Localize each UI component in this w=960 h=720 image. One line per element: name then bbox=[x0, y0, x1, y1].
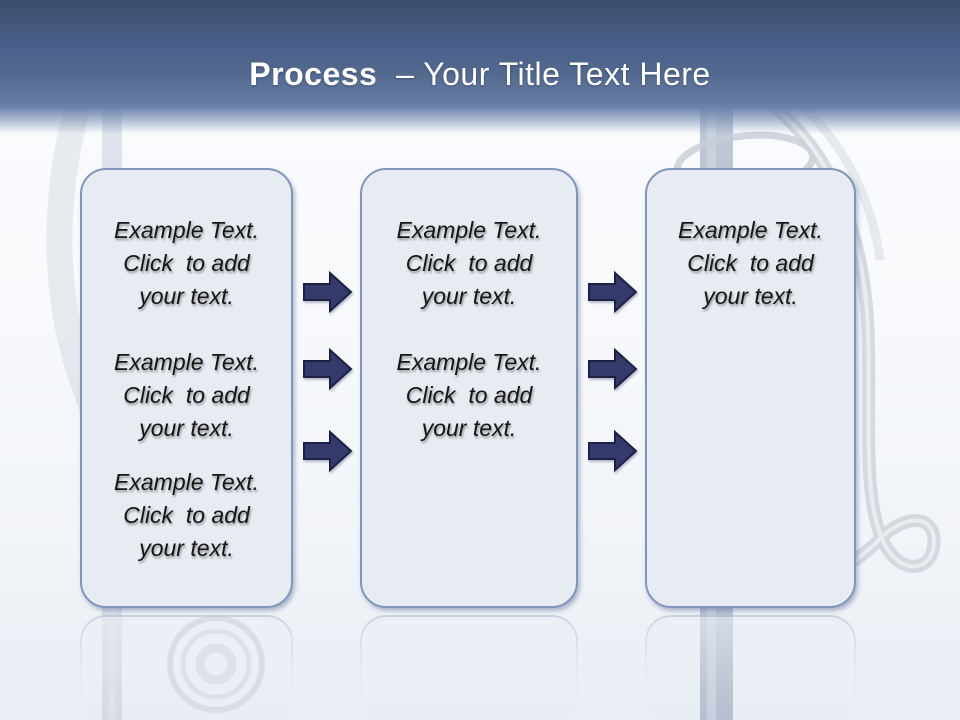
arrow-right-icon bbox=[588, 430, 638, 472]
placeholder-line: your text. bbox=[139, 283, 234, 309]
box-reflection bbox=[645, 615, 856, 720]
text-placeholder[interactable]: Example Text. Click to add your text. bbox=[362, 346, 576, 445]
placeholder-line: Example Text. bbox=[114, 217, 259, 243]
placeholder-line: Example Text. bbox=[396, 349, 542, 375]
title-text: – Your Title Text Here bbox=[377, 56, 711, 92]
arrow-right-icon bbox=[588, 348, 638, 390]
process-box-2[interactable]: Example Text. Click to add your text. Ex… bbox=[360, 168, 578, 608]
placeholder-line: Click to add bbox=[405, 382, 533, 408]
arrow-right-icon bbox=[303, 271, 353, 313]
placeholder-line: Click to add bbox=[123, 250, 250, 276]
placeholder-line: your text. bbox=[421, 283, 517, 309]
title-keyword: Process bbox=[249, 56, 378, 92]
box-reflection bbox=[80, 615, 293, 720]
placeholder-line: your text. bbox=[703, 283, 798, 309]
placeholder-line: Click to add bbox=[123, 382, 250, 408]
placeholder-line: Click to add bbox=[123, 502, 250, 528]
text-placeholder[interactable]: Example Text. Click to add your text. bbox=[82, 466, 291, 565]
process-box-1[interactable]: Example Text. Click to add your text. Ex… bbox=[80, 168, 293, 608]
placeholder-line: Click to add bbox=[687, 250, 814, 276]
placeholder-line: Example Text. bbox=[114, 349, 259, 375]
text-placeholder[interactable]: Example Text. Click to add your text. bbox=[82, 346, 291, 445]
placeholder-line: Example Text. bbox=[678, 217, 823, 243]
header-band bbox=[0, 0, 960, 134]
arrow-right-icon bbox=[303, 430, 353, 472]
text-placeholder[interactable]: Example Text. Click to add your text. bbox=[362, 214, 576, 313]
arrow-right-icon bbox=[303, 348, 353, 390]
placeholder-line: Example Text. bbox=[114, 469, 259, 495]
process-box-3[interactable]: Example Text. Click to add your text. bbox=[645, 168, 856, 608]
placeholder-line: Example Text. bbox=[396, 217, 542, 243]
arrow-right-icon bbox=[588, 271, 638, 313]
slide-title: Process – Your Title Text Here bbox=[0, 54, 960, 94]
placeholder-line: Click to add bbox=[405, 250, 533, 276]
text-placeholder[interactable]: Example Text. Click to add your text. bbox=[647, 214, 854, 313]
text-placeholder[interactable]: Example Text. Click to add your text. bbox=[82, 214, 291, 313]
placeholder-line: your text. bbox=[139, 415, 234, 441]
box-reflection bbox=[360, 615, 578, 720]
placeholder-line: your text. bbox=[421, 415, 517, 441]
placeholder-line: your text. bbox=[139, 535, 234, 561]
